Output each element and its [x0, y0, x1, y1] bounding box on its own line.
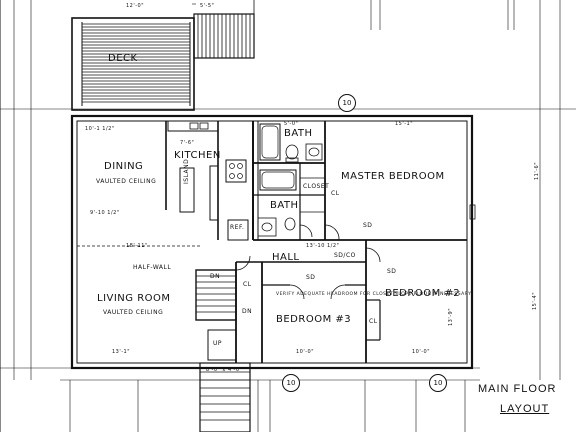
smoke-detector-3: SD [306, 274, 316, 281]
hall-label: HALL [272, 252, 300, 263]
plan-title: MAIN FLOOR [478, 383, 557, 395]
plan-subtitle: LAYOUT [500, 403, 550, 415]
kitchen-label: KITCHEN [174, 150, 221, 161]
dim-stoop: 8'-0" x 4'-0" [206, 367, 243, 373]
dim-bed2-bottom: 10'-0" [412, 349, 431, 355]
dim-stair-width: 5'-5" [200, 3, 215, 9]
dim-living-bottom: 13'-1" [112, 349, 131, 355]
dim-dining-top: 10'-1 1/2" [85, 126, 115, 132]
dining-ceiling-note: VAULTED CEILING [96, 178, 157, 185]
closet-tag-2: CL [243, 281, 252, 288]
stair-down-label-1: DN [210, 273, 221, 280]
bedroom-3-label: BEDROOM #3 [276, 314, 352, 325]
dim-hall: 13'-10 1/2" [306, 243, 340, 249]
bath-2-label: BATH [270, 200, 299, 211]
section-marker-bottom-left: 10 [282, 374, 300, 392]
dim-bed3-bottom: 10'-0" [296, 349, 315, 355]
dim-dining-middle: 9'-10 1/2" [90, 210, 120, 216]
bath-1-label: BATH [284, 128, 313, 139]
half-wall-label: HALF-WALL [133, 264, 172, 271]
dim-kitchen-top: 7'-6" [180, 140, 195, 146]
deck-label: DECK [108, 53, 138, 64]
smoke-co-detector: SD/CO [334, 252, 356, 259]
dim-master-top: 15'-1" [395, 121, 414, 127]
smoke-detector-2: SD [387, 268, 397, 275]
living-room-label: LIVING ROOM [97, 293, 171, 304]
stair-up-label: UP [213, 340, 223, 347]
bedroom-2-label: BEDROOM #2 [385, 288, 461, 299]
dim-bath-top: 5'-0" [284, 121, 299, 127]
island-label: ISLAND [183, 158, 190, 184]
stair-down-label-2: DN [242, 308, 253, 315]
closet-tag-3: CL [369, 318, 378, 325]
dim-right-upper: 11'-6" [534, 161, 541, 181]
master-bedroom-label: MASTER BEDROOM [341, 171, 445, 182]
dim-bed2-depth: 13'-9" [448, 307, 455, 327]
closet-label: CLOSET [303, 183, 330, 190]
living-ceiling-note: VAULTED CEILING [103, 309, 164, 316]
headroom-note: VERIFY ADEQUATE HEADROOM FOR CLOSET SLOP… [276, 292, 472, 297]
section-marker-bottom-right: 10 [429, 374, 447, 392]
dim-right-lower: 15'-4" [532, 291, 539, 311]
dim-deck-width: 12'-0" [126, 3, 145, 9]
section-marker-top: 10 [338, 94, 356, 112]
smoke-detector-1: SD [363, 222, 373, 229]
closet-tag-1: CL [331, 190, 340, 197]
ref-label: REF. [230, 224, 245, 231]
dim-dining-bottom: 18'-11" [126, 243, 148, 249]
dining-label: DINING [104, 161, 144, 172]
